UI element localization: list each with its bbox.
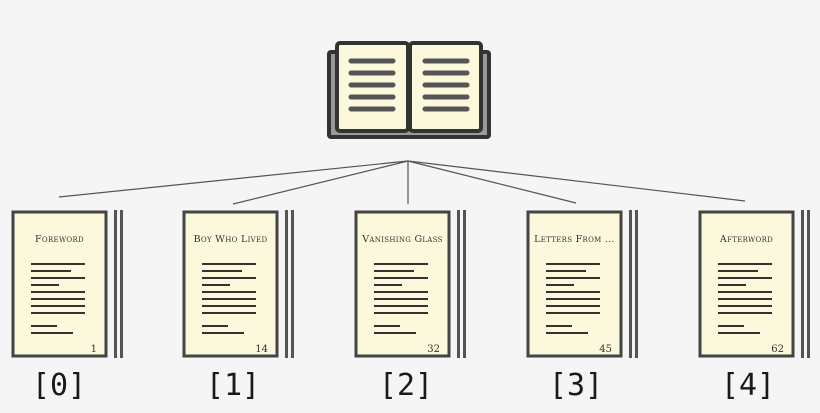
chapter-page-3: Letters From ... 45 (526, 210, 638, 358)
chapter-title: Vanishing Glass (361, 234, 442, 245)
chapter-page-1: Boy Who Lived 14 (182, 210, 294, 358)
index-label: [0] (32, 368, 86, 403)
open-book-icon (327, 41, 491, 139)
page-number: 1 (91, 344, 97, 355)
chapter-page-2: Vanishing Glass 32 (354, 210, 466, 358)
index-label: [3] (549, 368, 603, 403)
connector-line (58, 160, 409, 198)
chapter-title: Boy Who Lived (194, 234, 268, 245)
connector-line (232, 160, 409, 205)
chapter-title: Afterword (719, 234, 773, 245)
page-number: 14 (255, 344, 268, 355)
connectors (58, 160, 746, 205)
chapter-page-0: Foreword 1 (11, 210, 123, 358)
page-number: 62 (771, 344, 784, 355)
page-number: 45 (599, 344, 612, 355)
index-label: [1] (206, 368, 260, 403)
index-label: [2] (379, 368, 433, 403)
chapter-page-4: Afterword 62 (698, 210, 810, 358)
page-number: 32 (427, 344, 440, 355)
connector-line (407, 160, 577, 204)
chapter-title: Letters From ... (534, 234, 615, 245)
index-label: [4] (721, 368, 775, 403)
connector-line (407, 160, 746, 202)
chapter-title: Foreword (35, 234, 84, 245)
